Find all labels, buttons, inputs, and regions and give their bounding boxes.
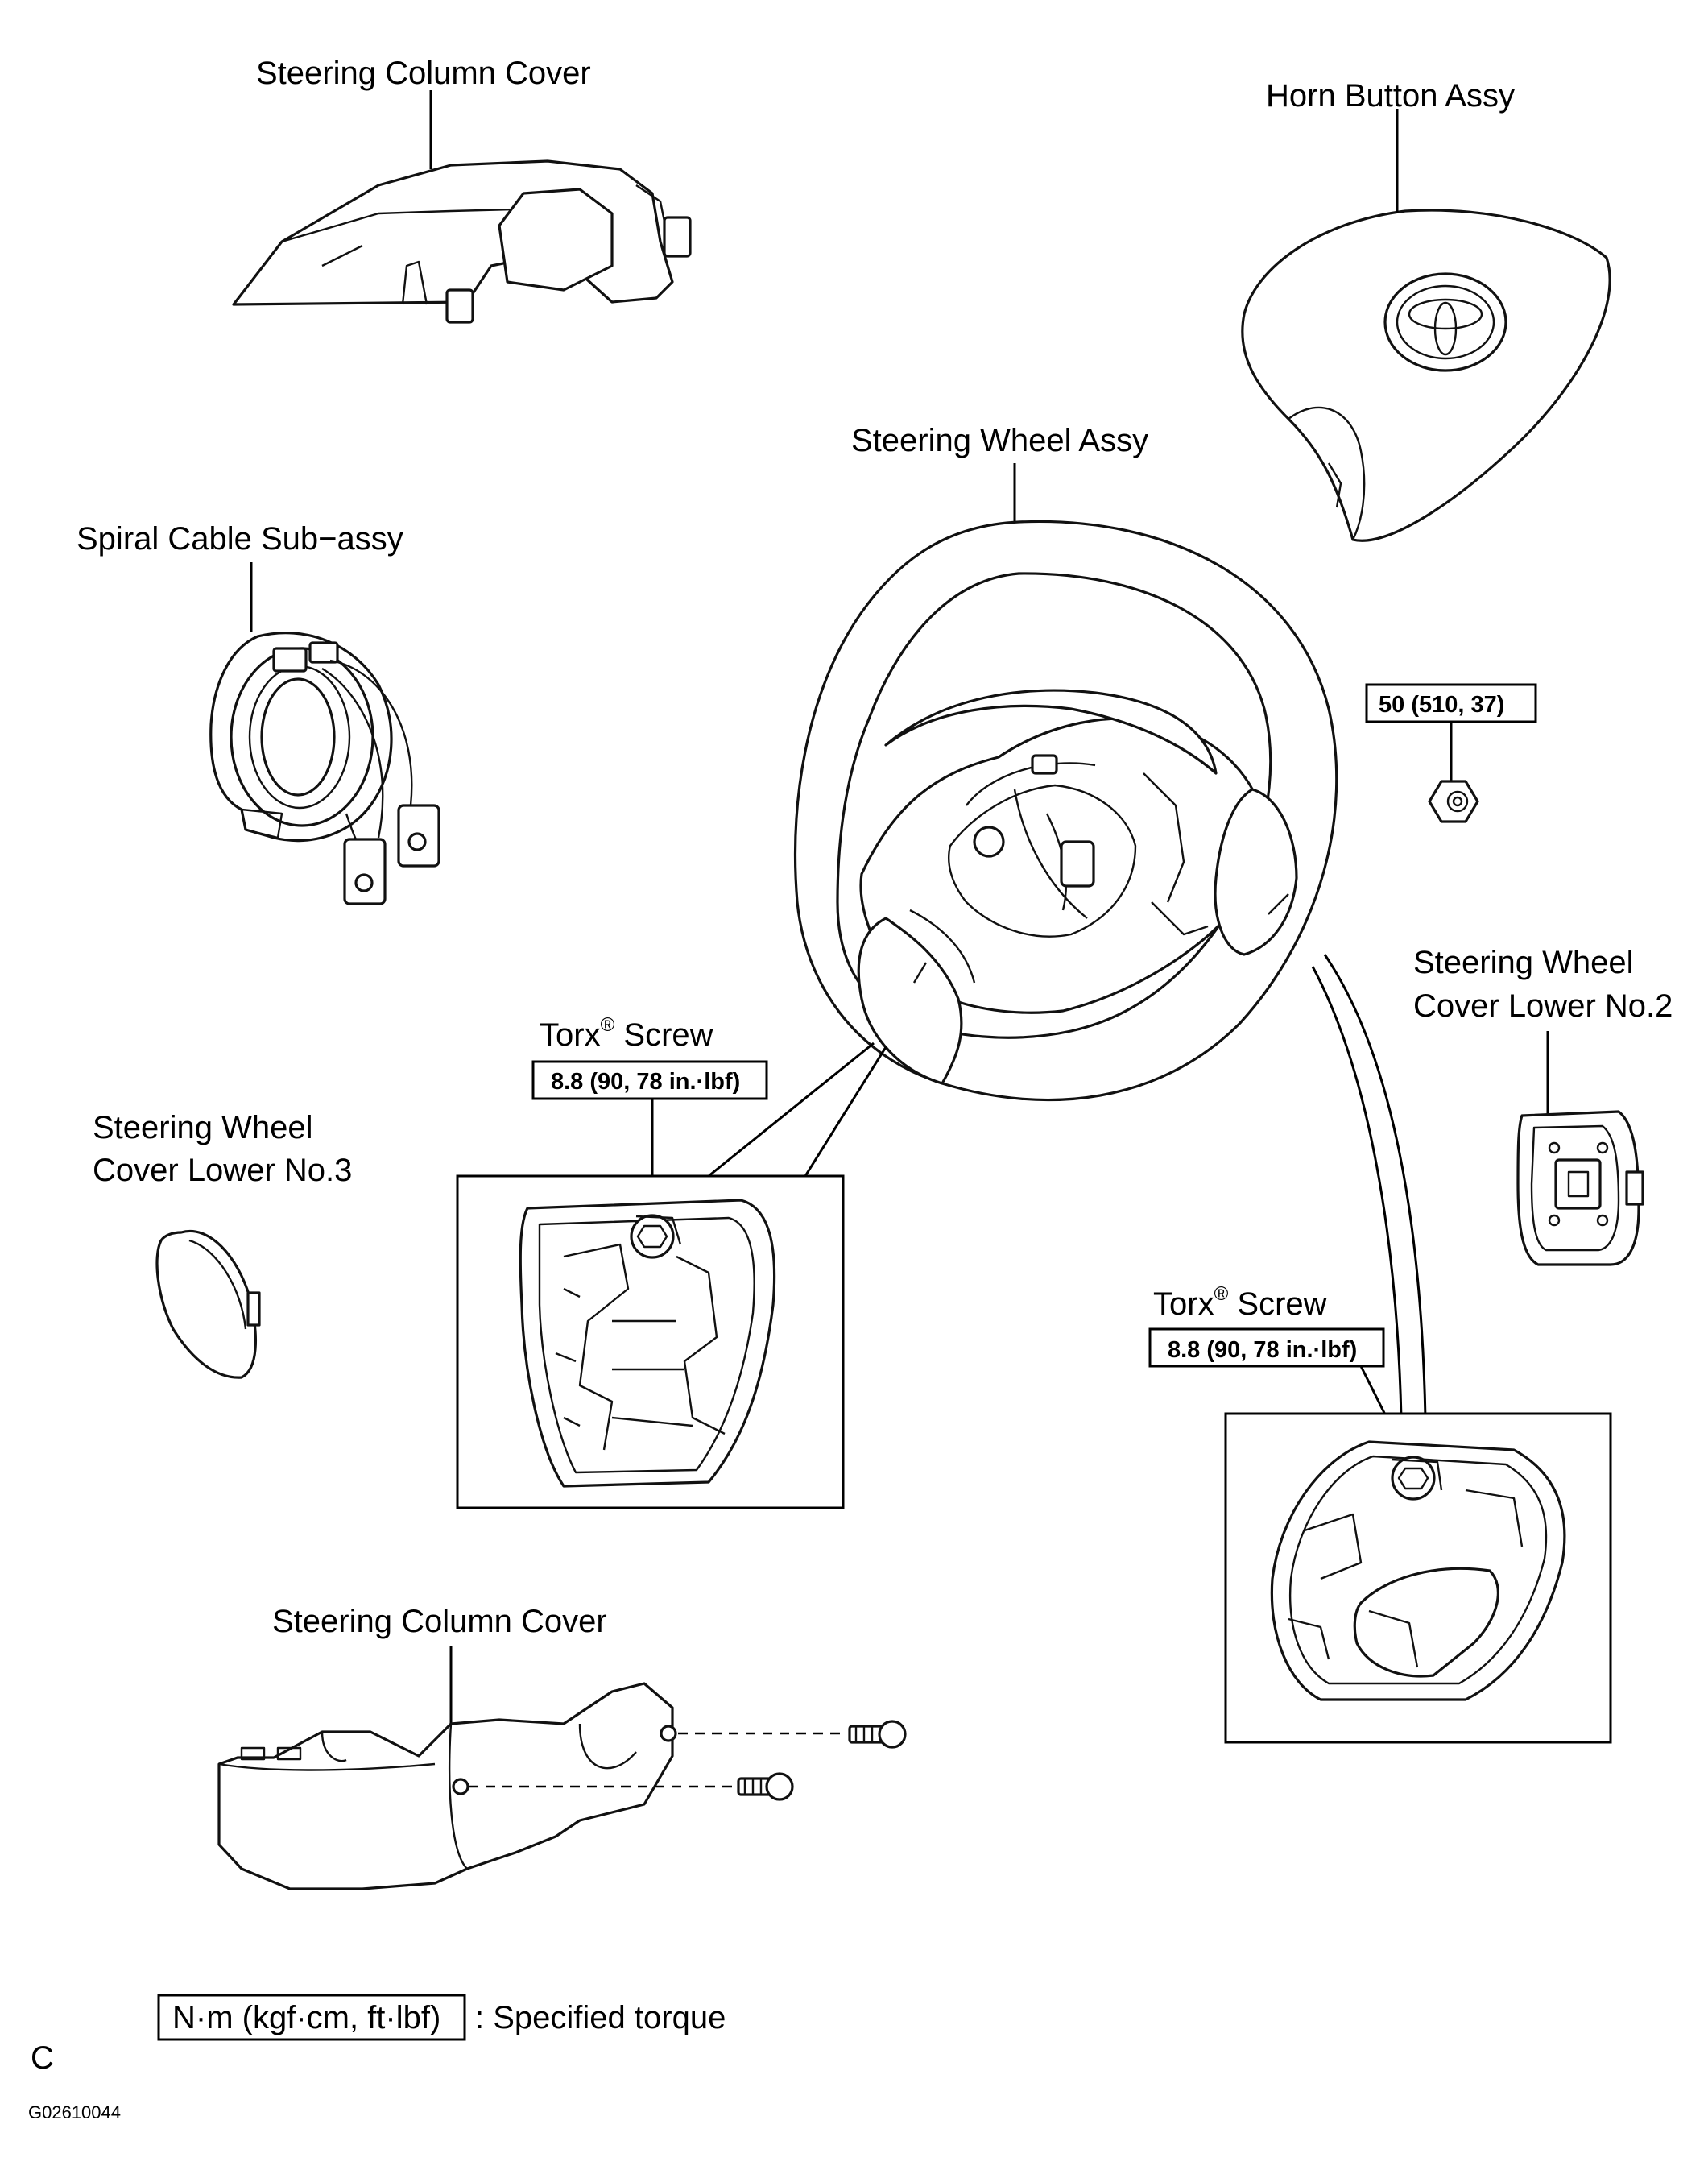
torque-box-torx-right <box>1148 1327 1385 1368</box>
bolt-lower-part <box>737 1772 794 1801</box>
bolt-upper-part <box>848 1720 907 1749</box>
spiral-cable-sub-assy-part <box>209 632 440 905</box>
label-steering-column-cover-lower: Steering Column Cover <box>272 1604 607 1639</box>
callout-line-right-a <box>1311 966 1403 1418</box>
torque-box-nut <box>1365 683 1537 723</box>
horn-button-assy-part <box>1241 209 1611 542</box>
torque-value-nut: 50 (510, 37) <box>1379 692 1504 718</box>
torque-box-torx-left <box>531 1060 768 1100</box>
torque-value-torx-right: 8.8 (90, 78 in.·lbf) <box>1168 1337 1357 1363</box>
callout-line-left-a <box>708 1042 875 1178</box>
label-cover-lower-no3-line1: Steering Wheel <box>93 1110 312 1145</box>
label-steering-column-cover-upper: Steering Column Cover <box>256 56 591 91</box>
torque-value-torx-left: 8.8 (90, 78 in.·lbf) <box>551 1069 740 1095</box>
corner-letter: C <box>31 2040 54 2076</box>
label-torx-right: Torx® Screw <box>1153 1283 1327 1322</box>
label-cover-lower-no3-line2: Cover Lower No.3 <box>93 1153 352 1188</box>
callout-line-right-b <box>1323 954 1427 1418</box>
legend-description: : Specified torque <box>475 2000 726 2035</box>
label-cover-lower-no2-line1: Steering Wheel <box>1413 945 1633 980</box>
steering-wheel-cover-lower-no2-part <box>1516 1110 1644 1266</box>
legend-unit-text: N·m (kgf·cm, ft·lbf) <box>172 2000 440 2035</box>
figure-code: G02610044 <box>28 2102 121 2122</box>
label-horn-button-assy: Horn Button Assy <box>1266 78 1515 114</box>
steering-wheel-assy-part <box>793 520 1338 1102</box>
steering-wheel-cover-lower-no3-part <box>155 1229 261 1379</box>
detail-right-part <box>1270 1440 1566 1701</box>
label-steering-wheel-assy: Steering Wheel Assy <box>851 423 1148 458</box>
label-torx-left: Torx® Screw <box>540 1014 713 1053</box>
callout-line-left-b <box>804 1046 887 1177</box>
detail-left-part <box>519 1199 776 1488</box>
label-cover-lower-no2-line2: Cover Lower No.2 <box>1413 988 1673 1024</box>
label-spiral-cable-sub-assy: Spiral Cable Sub−assy <box>77 521 403 557</box>
legend-unit-box <box>157 1994 466 2041</box>
nut-part <box>1428 780 1479 823</box>
steering-column-cover-lower-part <box>217 1682 677 1890</box>
steering-column-cover-upper-part <box>232 159 692 324</box>
